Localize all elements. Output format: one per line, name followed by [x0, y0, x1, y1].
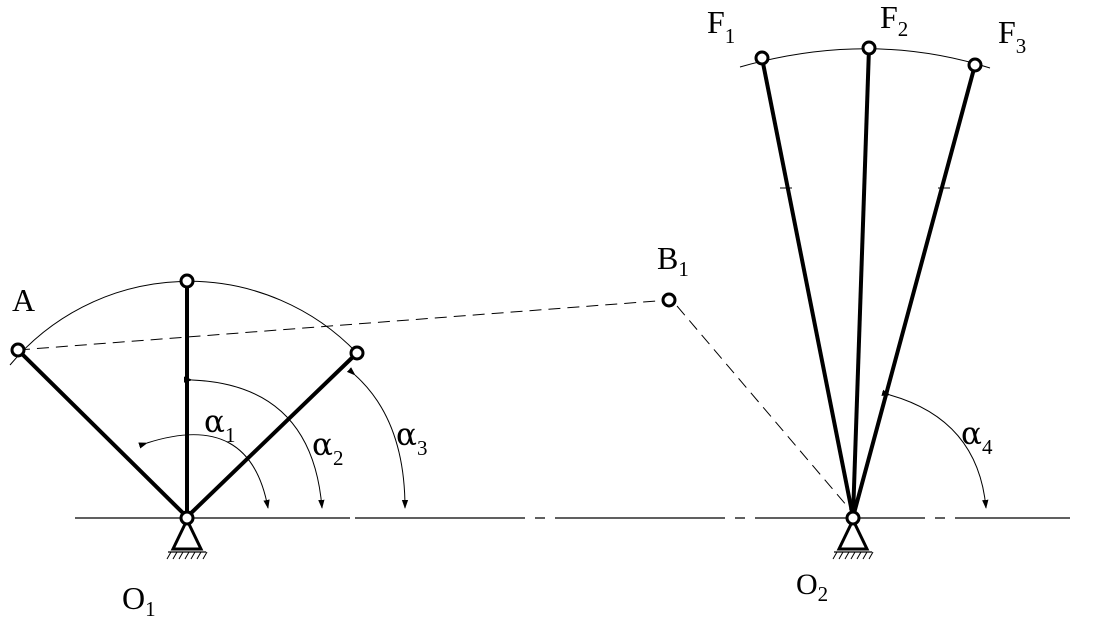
joint-right — [349, 345, 365, 361]
label-alpha3: α3 — [396, 417, 427, 460]
label-b1: B1 — [657, 240, 689, 281]
joint-f3 — [967, 57, 983, 73]
label-o1: O1 — [122, 580, 156, 621]
angle-arc-alpha3 — [346, 367, 409, 509]
crank-arc — [9, 280, 358, 366]
angle-arc-alpha2 — [183, 376, 325, 509]
joint-a — [10, 342, 26, 358]
label-alpha2: α2 — [312, 427, 343, 470]
joint-b1 — [661, 292, 677, 308]
label-f1: F1 — [707, 4, 735, 48]
joint-top — [179, 273, 195, 289]
rocker-position-f3 — [851, 64, 977, 518]
label-a: A — [12, 282, 35, 318]
pivot-support-o2 — [832, 510, 874, 560]
label-o2: O2 — [796, 568, 828, 606]
rocker-position-f2 — [851, 47, 871, 518]
crank-position-a — [16, 348, 189, 519]
angle-arc-alpha4 — [881, 389, 989, 509]
joint-f2 — [861, 40, 877, 56]
label-alpha1: α1 — [204, 404, 235, 447]
coupler-line-b1-o2 — [676, 305, 854, 514]
pivot-support-o1 — [166, 510, 208, 560]
joint-f1 — [754, 50, 770, 66]
coupler-line-a-b1 — [17, 299, 670, 351]
label-alpha4: α4 — [961, 416, 993, 459]
label-f3: F3 — [998, 14, 1026, 58]
label-f2: F2 — [880, 0, 908, 41]
rocker-position-f1 — [760, 57, 855, 518]
